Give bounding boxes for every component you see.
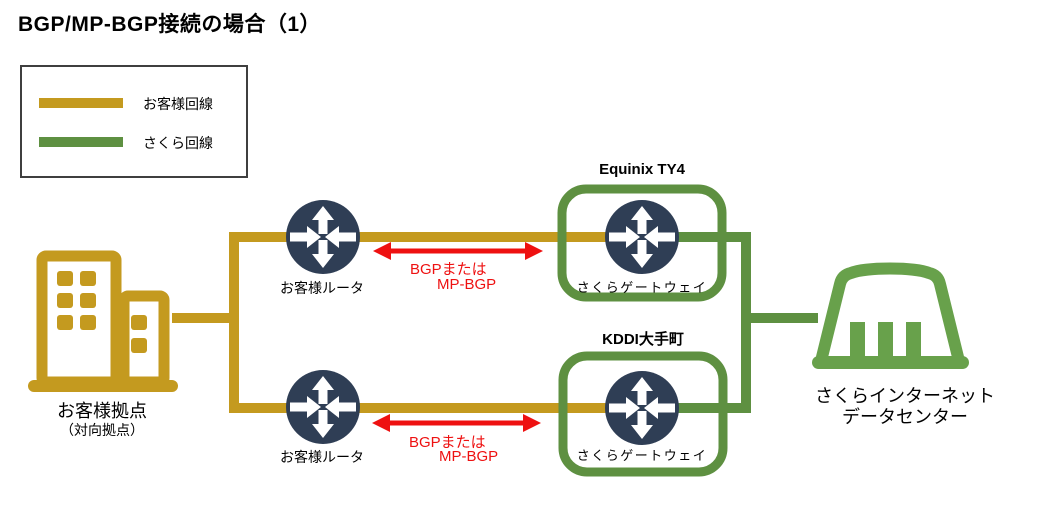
bgp-arrow-bottom — [372, 414, 541, 432]
legend-swatch-customer-line — [39, 98, 123, 108]
customer-site-note: （対向拠点） — [60, 422, 144, 438]
sakura-gateway-icon-kddi — [605, 371, 679, 445]
legend-box: お客様回線 さくら回線 — [20, 65, 248, 178]
legend-swatch-sakura-line — [39, 137, 123, 147]
datacenter-label: さくらインターネット データセンター — [795, 386, 1015, 428]
customer-site-icon — [28, 250, 178, 392]
datacenter-icon — [812, 262, 969, 369]
gateway-label-equinix: さくらゲートウェイ — [576, 280, 708, 295]
pop-name-equinix: Equinix TY4 — [599, 161, 685, 178]
bgp-label-top-line2: MP-BGP — [437, 276, 497, 293]
customer-router-icon-top — [286, 200, 360, 274]
customer-router-icon-bottom — [286, 370, 360, 444]
datacenter-label-line2: データセンター — [842, 407, 968, 427]
pop-box-kddi — [558, 351, 728, 477]
page-title: BGP/MP-BGP接続の場合（1） — [18, 13, 322, 36]
datacenter-label-line1: さくらインターネット — [815, 386, 995, 406]
bgp-arrow-top — [373, 242, 543, 260]
bgp-label-bottom-line2: MP-BGP — [439, 448, 499, 465]
legend-label-customer-line: お客様回線 — [143, 96, 213, 112]
bgp-label-top-line1: BGPまたは — [410, 261, 487, 278]
customer-router-label-top: お客様ルータ — [280, 280, 364, 296]
customer-site-label: お客様拠点 — [57, 401, 147, 421]
sakura-gateway-icon-equinix — [605, 200, 679, 274]
bgp-label-bottom-line1: BGPまたは — [409, 434, 486, 451]
pop-name-kddi: KDDI大手町 — [602, 331, 684, 348]
pop-box-equinix — [557, 184, 727, 302]
customer-router-label-bottom: お客様ルータ — [280, 449, 364, 465]
gateway-label-kddi: さくらゲートウェイ — [576, 448, 708, 463]
legend-label-sakura-line: さくら回線 — [143, 135, 213, 151]
customer-line-paths — [172, 232, 642, 413]
